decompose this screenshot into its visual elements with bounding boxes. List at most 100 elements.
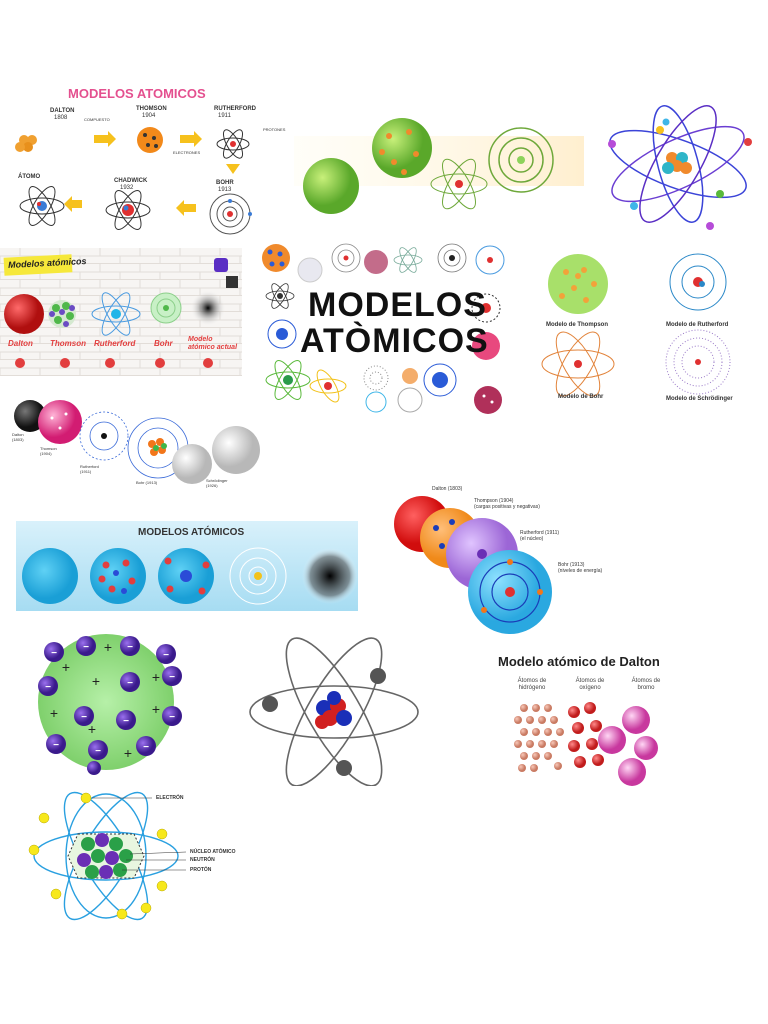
orbit-icons: [249, 637, 419, 786]
bromo-label: Átomos de bromo: [631, 678, 661, 691]
nucleo-label: NÚCLEO ATÓMICO: [190, 849, 236, 855]
bromine-atoms-icon: [598, 706, 658, 786]
neutron-label: NEUTRÓN: [190, 857, 215, 863]
panel-colorful-atom: [598, 98, 758, 238]
panel1-graphics: [15, 127, 252, 235]
panel12-title: Modelo atómico de Dalton: [498, 654, 660, 669]
thompson-model-icon: [548, 254, 608, 314]
p9-rutherford-note: (el núcleo): [520, 536, 544, 542]
electron-icons: [262, 668, 386, 776]
panel1-title: MODELOS ATOMICOS: [68, 86, 206, 101]
quantum-cloud-icon: [302, 548, 358, 604]
panel4-label-bohr: Bohr: [154, 339, 173, 348]
atom-icon: [19, 186, 65, 226]
nucleus-icon: [662, 152, 692, 174]
nucleus-icon: [77, 833, 133, 879]
bohr-green-rings-icon: [150, 292, 182, 324]
svg-text:−: −: [163, 650, 169, 661]
p7-bohr: Bohr (1913): [136, 480, 158, 485]
p7-rutherford: Rutherford (1911): [80, 464, 99, 474]
label-schrodinger: Modelo de Schrödinger: [666, 396, 733, 402]
p7-schrodinger: Schrödinger (1926): [206, 478, 228, 488]
svg-text:+: +: [152, 669, 160, 685]
green-sphere-icon: [303, 158, 359, 214]
dalton-red-sphere-icon: [4, 294, 44, 334]
schrodinger-sphere-icon: [212, 426, 260, 474]
chadwick-year: 1932: [120, 185, 134, 191]
thomson-cluster-icon: [48, 300, 76, 328]
bohr-year: 1913: [218, 187, 232, 193]
svg-text:−: −: [51, 648, 57, 659]
svg-text:−: −: [127, 678, 133, 689]
thomson-pink-sphere-icon: [38, 400, 82, 444]
rutherford-model-icon: [669, 253, 727, 311]
chadwick-atom-icon: [105, 190, 151, 230]
svg-text:+: +: [92, 673, 100, 689]
panel4-label-thomson: Thomson: [50, 339, 86, 348]
thomson-green-sphere-icon: [372, 118, 432, 178]
bohr-white-rings-icon: [229, 547, 287, 605]
p9-rutherford: Rutherford (1911): [520, 530, 560, 536]
oxygen-atoms-icon: [568, 702, 604, 768]
panel-overlapping-spheres: Dalton (1803) Thompson (1904) (cargas po…: [392, 482, 622, 638]
dalton-cyan-sphere-icon: [22, 548, 78, 604]
rutherford-label: RUTHERFORD: [214, 106, 256, 112]
cloud-model-icon: [190, 290, 226, 326]
thomson-cyan-sphere-icon: [90, 548, 146, 604]
p9-bohr-note: (niveles de energía): [558, 568, 603, 574]
dalton-year: 1808: [54, 115, 68, 121]
panel-blue-row: MODELOS ATÓMICOS: [16, 521, 358, 611]
svg-text:−: −: [127, 642, 133, 653]
panel-modelos-atomicos-timeline: MODELOS ATOMICOS DALTON 1808 THOMSON 190…: [8, 82, 288, 242]
panel4-label-actual: Modelo atómico actual: [188, 336, 238, 351]
bohr-label: BOHR: [216, 180, 234, 186]
rutherford-atom-icon: [216, 129, 250, 159]
thomson-orange-icon: [262, 244, 290, 272]
rutherford-blue-icon: [91, 292, 141, 336]
panel-green-spheres: [294, 96, 584, 226]
dalton-black-sphere-icon: [14, 400, 46, 432]
electron-icons: [38, 636, 182, 775]
panel-brick-wall: Modelos atómicos Dalton Thomson Rutherfo…: [0, 248, 242, 376]
svg-text:−: −: [143, 742, 149, 753]
chadwick-label: CHADWICK: [114, 178, 148, 184]
electrones-label: ELECTRONES: [173, 150, 201, 155]
rutherford-rings-icon: [79, 411, 129, 461]
panel-dalton-model: Modelo atómico de Dalton Átomos de hidró…: [474, 644, 702, 796]
label-rutherford: Modelo de Rutherford: [666, 322, 729, 328]
panel-labeled-atom: ELECTRÓN NÚCLEO ATÓMICO NEUTRÓN PROTÓN: [26, 786, 256, 926]
bohr-green-icon: [488, 127, 554, 193]
cloud-sphere-icon: [172, 444, 212, 484]
svg-text:+: +: [88, 721, 96, 737]
p9-thompson: Thompson (1904): [474, 498, 514, 504]
thomson-sphere-icon: [137, 127, 163, 153]
hydrogen-atoms-icon: [514, 704, 564, 772]
svg-text:−: −: [123, 716, 129, 727]
p7-thomson: Thomson (1904): [40, 446, 57, 456]
panel-gray-atom: [244, 636, 428, 786]
arrow-left-icon: [176, 200, 196, 216]
dalton-cluster-icon: [15, 135, 37, 152]
panel4-label-rutherford: Rutherford: [94, 339, 136, 348]
p9-dalton: Dalton (1803): [432, 486, 463, 492]
bohr-model-icon: [541, 331, 615, 397]
arrow-down-icon: [226, 164, 240, 174]
svg-text:−: −: [45, 682, 51, 693]
svg-text:+: +: [62, 659, 70, 675]
panel5-title-line2: ATÒMICOS: [300, 322, 489, 360]
svg-text:−: −: [53, 740, 59, 751]
thomson-label: THOMSON: [136, 106, 167, 112]
svg-text:+: +: [152, 701, 160, 717]
dalton-label: DALTON: [50, 108, 75, 114]
svg-text:+: +: [50, 705, 58, 721]
svg-text:−: −: [81, 712, 87, 723]
thomson-year: 1904: [142, 113, 156, 119]
arrow-left-icon: [64, 196, 82, 212]
svg-text:+: +: [124, 745, 132, 761]
arrow-icon: [94, 131, 116, 147]
green-atom-icon: [430, 158, 488, 210]
panel5-title-line1: MODELOS: [308, 286, 487, 324]
small-bohr-icon: [331, 243, 361, 273]
electron-label: ELECTRÓN: [156, 795, 184, 801]
panel-thomson-plum-pudding: −−−− −−− −−− −−− ++++ ++++: [30, 630, 186, 778]
